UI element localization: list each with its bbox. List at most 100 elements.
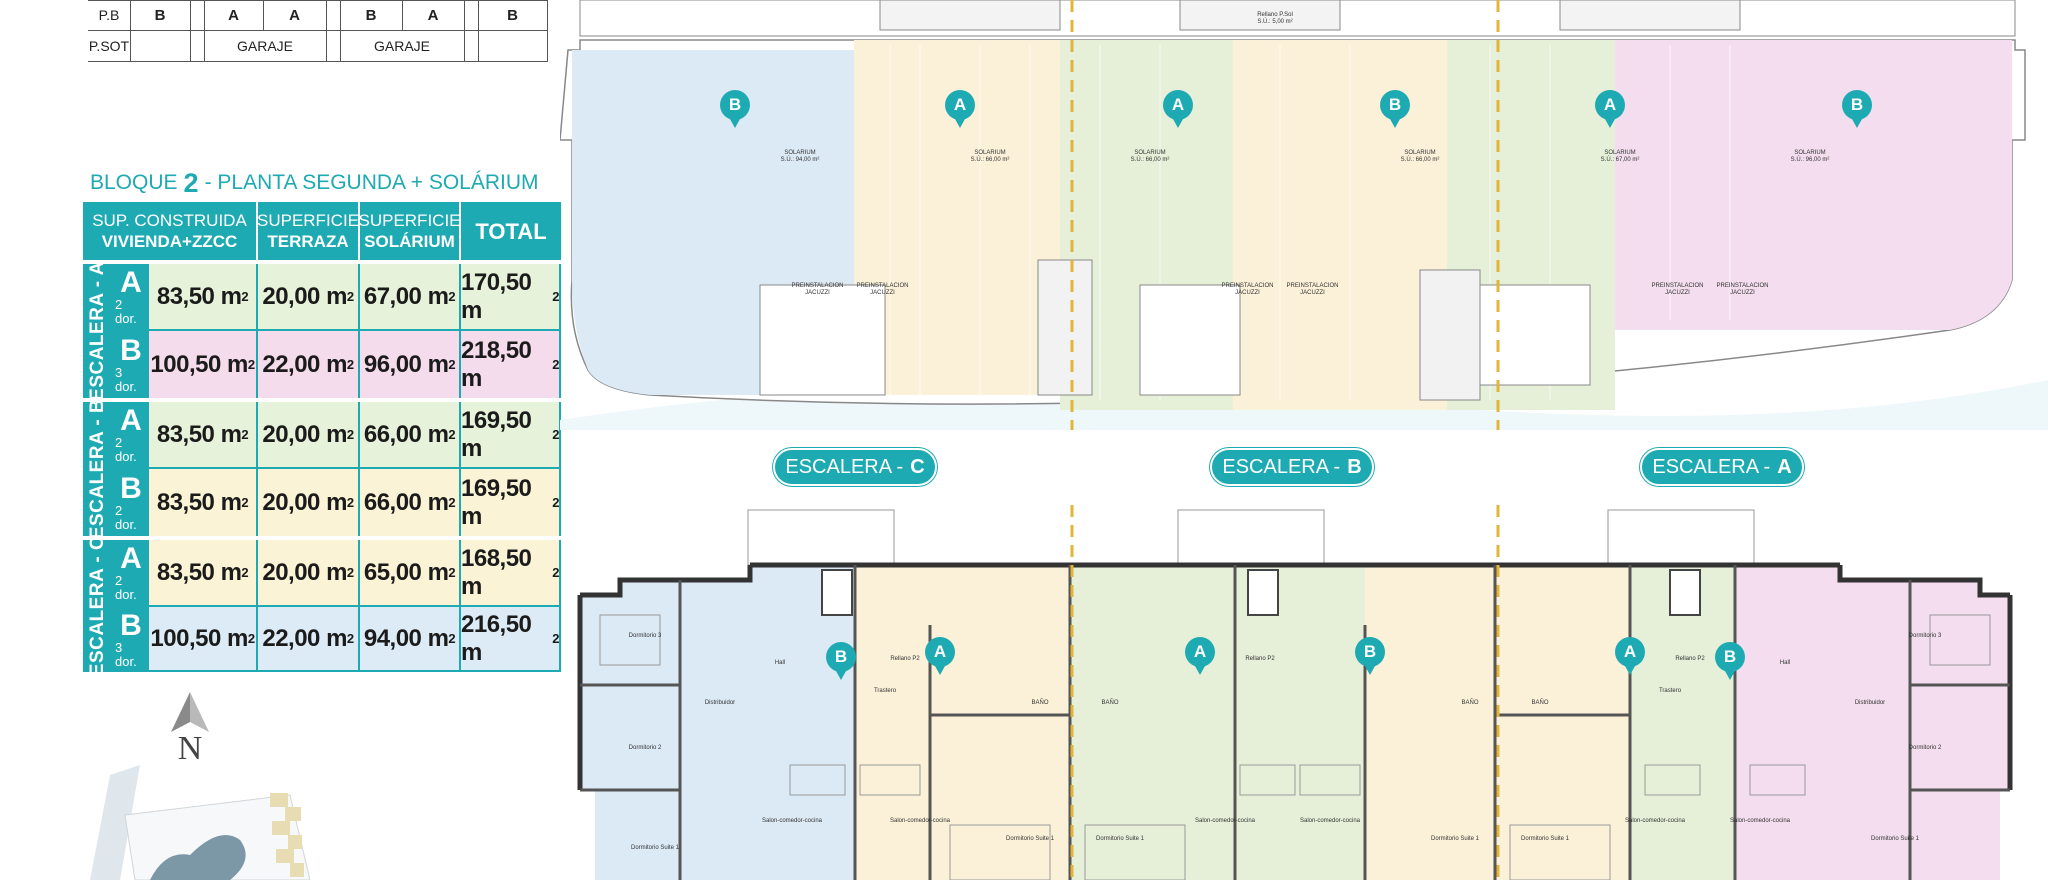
room-label: Rellano P2 bbox=[890, 656, 920, 662]
jacuzzi-label: PREINSTALACION JACUZZI bbox=[1286, 283, 1339, 296]
dorms-text: 2 dor. bbox=[115, 572, 137, 602]
room-label: Salon-comedor-cocina bbox=[1624, 818, 1686, 824]
room-label: Trastero bbox=[873, 688, 897, 694]
row-label-psot: P.SOT bbox=[88, 38, 130, 54]
escalera-letter: B bbox=[1347, 455, 1362, 478]
dorms-text: 3 dor. bbox=[115, 364, 137, 394]
unit-cell: B bbox=[154, 6, 166, 24]
escalera-text: ESCALERA - C bbox=[87, 535, 109, 677]
room-label: Dormitorio Suite 1 bbox=[1095, 836, 1145, 842]
dorms-text: 2 dor. bbox=[115, 434, 137, 464]
unit-marker: A bbox=[1595, 90, 1625, 128]
header-text: TERRAZA bbox=[267, 232, 349, 251]
escalera-prefix: ESCALERA - bbox=[1652, 455, 1771, 478]
room-label: Dormitorio Suite 1 bbox=[1430, 836, 1480, 842]
north-arrow-icon bbox=[171, 692, 209, 732]
compass: N bbox=[165, 690, 215, 770]
compass-letter: N bbox=[177, 730, 203, 767]
room-label: Salon-comedor-cocina bbox=[761, 818, 823, 824]
room-label: Salon-comedor-cocina bbox=[1299, 818, 1361, 824]
unit-marker: B bbox=[1715, 642, 1745, 680]
unit-letter-text: B bbox=[120, 471, 142, 505]
room-label: Rellano P2 bbox=[1245, 656, 1275, 662]
solarium-plan bbox=[560, 0, 2048, 430]
room-label: BAÑO bbox=[1531, 700, 1549, 706]
unit-cell: B bbox=[365, 6, 377, 24]
unit-letter-text: A bbox=[120, 265, 142, 299]
surface-table: SUP. CONSTRUIDA VIVIENDA+ZZCC SUPERFICIE… bbox=[83, 202, 561, 676]
room-label: Salon-comedor-cocina bbox=[1729, 818, 1791, 824]
escalera-letter: C bbox=[910, 455, 925, 478]
escalera-badge: ESCALERA - B bbox=[1210, 448, 1374, 486]
room-label: Trastero bbox=[1658, 688, 1682, 694]
room-label: Dormitorio 3 bbox=[1908, 633, 1942, 639]
room-label: Dormitorio 2 bbox=[1908, 745, 1942, 751]
header-solarium: SUPERFICIE SOLÁRIUM bbox=[358, 202, 461, 260]
unit-letter-text: A bbox=[120, 541, 142, 575]
unit-marker: A bbox=[1163, 90, 1193, 128]
header-terraza: SUPERFICIE TERRAZA bbox=[256, 202, 360, 260]
escalera-prefix: ESCALERA - bbox=[785, 455, 904, 478]
escalera-label: ESCALERA - A bbox=[83, 261, 113, 401]
room-label: Salon-comedor-cocina bbox=[1194, 818, 1256, 824]
unit-letter: B 3 dor. bbox=[115, 607, 147, 672]
block-title-number: 2 bbox=[183, 167, 199, 198]
room-label: Distribuidor bbox=[1854, 700, 1886, 706]
unit-cell: A bbox=[427, 6, 439, 24]
escalera-text: ESCALERA - A bbox=[87, 261, 108, 401]
header-total: TOTAL bbox=[461, 202, 561, 260]
escalera-prefix: ESCALERA - bbox=[1222, 455, 1341, 478]
header-text: TOTAL bbox=[475, 218, 547, 244]
escalera-label: ESCALERA - C bbox=[83, 536, 113, 676]
room-label: Salon-comedor-cocina bbox=[889, 818, 951, 824]
header-text: SUP. CONSTRUIDA bbox=[92, 211, 247, 230]
room-label: BAÑO bbox=[1461, 700, 1479, 706]
header-construida: SUP. CONSTRUIDA VIVIENDA+ZZCC bbox=[83, 202, 258, 260]
unit-cell: B bbox=[507, 6, 518, 24]
room-label: Dormitorio Suite 1 bbox=[630, 845, 680, 851]
unit-marker: B bbox=[1355, 637, 1385, 675]
unit-cell: A bbox=[289, 6, 300, 24]
escalera-text: ESCALERA - B bbox=[87, 398, 109, 540]
room-label: Hall bbox=[774, 660, 786, 666]
dorms-text: 2 dor. bbox=[115, 502, 137, 532]
room-label: Dormitorio Suite 1 bbox=[1870, 836, 1920, 842]
room-label: Distribuidor bbox=[704, 700, 736, 706]
unit-letter-text: B bbox=[120, 333, 142, 367]
header-text: VIVIENDA+ZZCC bbox=[101, 232, 238, 251]
unit-letter-text: B bbox=[120, 608, 142, 642]
room-label: BAÑO bbox=[1101, 700, 1119, 706]
unit-letter: B 2 dor. bbox=[115, 469, 147, 536]
unit-marker: B bbox=[1842, 90, 1872, 128]
jacuzzi-label: PREINSTALACION JACUZZI bbox=[1716, 283, 1769, 296]
dorms-text: 3 dor. bbox=[115, 639, 137, 669]
jacuzzi-label: PREINSTALACION JACUZZI bbox=[856, 283, 909, 296]
escalera-label: ESCALERA - B bbox=[83, 398, 113, 540]
dorms-text: 2 dor. bbox=[115, 296, 137, 326]
block-title-suffix: - PLANTA SEGUNDA + SOLÁRIUM bbox=[204, 171, 539, 194]
row-label-pb: P.B bbox=[98, 7, 120, 23]
header-text: SUPERFICIE bbox=[256, 211, 360, 230]
